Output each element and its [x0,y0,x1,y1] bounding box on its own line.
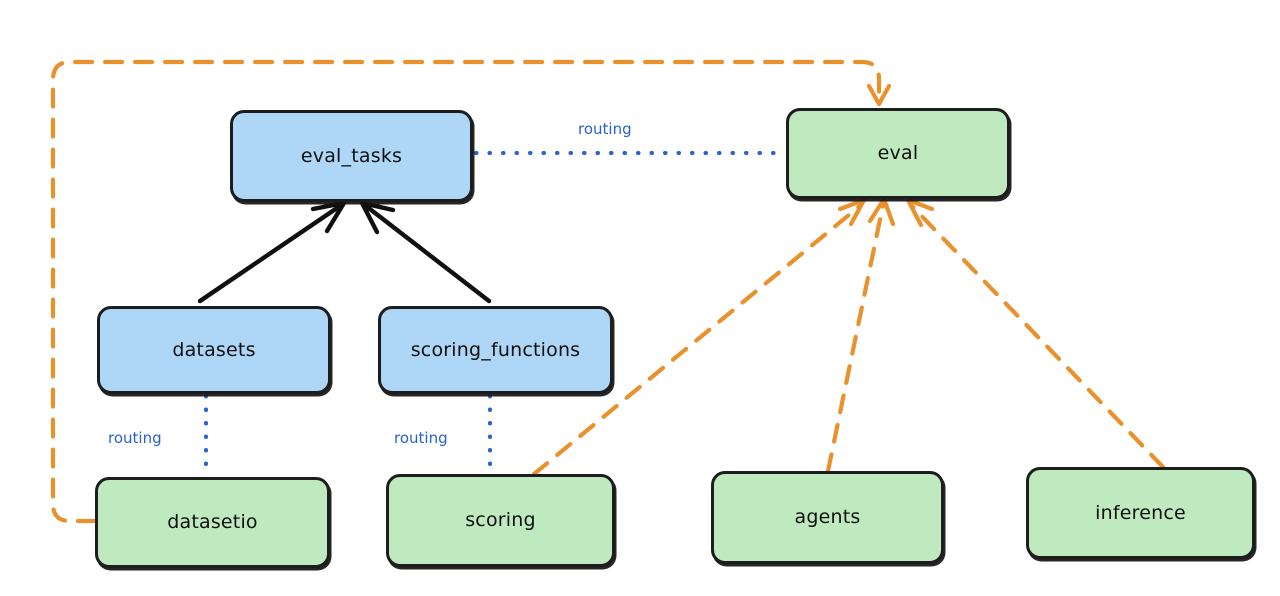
edge-label-routing-scoring-functions-scoring: routing [394,429,448,447]
node-inference[interactable]: inference [1026,467,1255,559]
node-datasetio[interactable]: datasetio [95,477,330,568]
edge-scoring_functions-to-eval_tasks [359,200,492,304]
edge-agents-to-eval [825,196,896,474]
node-label: scoring [465,509,536,532]
edge-label-routing-eval-tasks-eval: routing [578,120,632,138]
edge-label-routing-datasets-datasetio: routing [108,429,162,447]
node-eval-tasks[interactable]: eval_tasks [230,110,473,202]
edge-scoring-to-eval [531,197,867,477]
node-datasets[interactable]: datasets [97,306,331,394]
node-eval[interactable]: eval [786,108,1010,199]
node-label: datasetio [167,511,258,534]
edge-datasets-to-eval_tasks [197,200,347,304]
edge-inference-to-eval [905,197,1166,470]
node-label: agents [794,506,861,529]
node-label: eval_tasks [300,144,403,167]
node-label: scoring_functions [410,338,581,361]
edge-datasetio-to-eval [50,59,892,524]
node-agents[interactable]: agents [711,471,944,564]
node-label: inference [1095,501,1186,524]
node-scoring-functions[interactable]: scoring_functions [378,306,613,394]
node-scoring[interactable]: scoring [386,474,615,567]
node-label: datasets [172,338,256,361]
node-label: eval [877,142,919,165]
